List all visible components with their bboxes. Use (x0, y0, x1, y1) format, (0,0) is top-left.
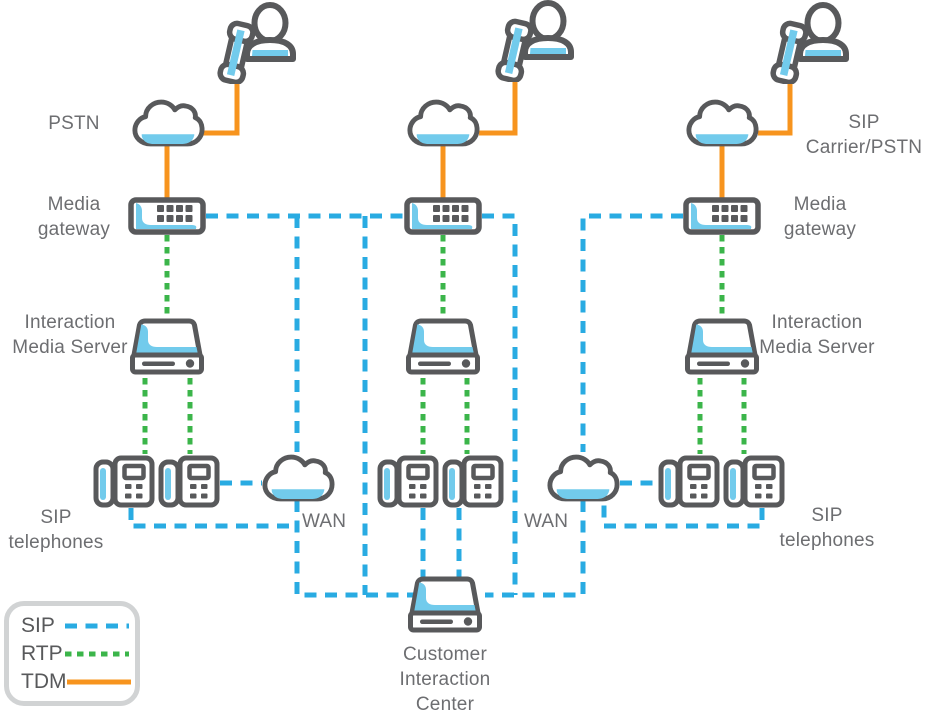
wan-label-left: WAN (302, 511, 347, 532)
sip-phone-icon-left-2 (161, 458, 217, 505)
wan-cloud-icon-right (550, 457, 617, 499)
sip-phone-icon-right-2 (726, 458, 782, 505)
interaction-media-server-label-left: Interaction Media Server (12, 312, 128, 359)
media-gateway-icon-right (686, 200, 758, 232)
media-gateway-icon-mid (407, 200, 479, 232)
tdm-link-caller-pstn-right (758, 74, 793, 136)
sip-link-wan2-cic (485, 500, 586, 598)
pstn-label: PSTN (48, 113, 100, 134)
media-gateway-label-right: Media gateway (783, 194, 857, 241)
wan-label-right: WAN (524, 511, 569, 532)
sip-link-gateway-right-wan2 (580, 213, 683, 452)
legend: SIP RTP TDM (4, 601, 140, 706)
interaction-media-server-icon-left (133, 321, 202, 372)
legend-sip-label: SIP (21, 614, 55, 637)
sip-phone-icon-mid-1 (380, 458, 436, 505)
caller-icon-left (219, 5, 293, 84)
legend-row-sip: SIP (21, 615, 129, 636)
wan-cloud-icon-left (265, 457, 332, 499)
legend-tdm-line (66, 679, 131, 684)
media-gateway-label-left: Media gateway (37, 194, 111, 241)
sip-telephones-label-right: SIP telephones (779, 505, 875, 552)
sip-telephones-label-left: SIP telephones (8, 507, 104, 554)
caller-icon-right (772, 5, 846, 84)
sip-phone-icon-mid-2 (445, 458, 501, 505)
tdm-link-caller-pstn-mid (479, 72, 518, 136)
pstn-cloud-icon-mid (410, 102, 477, 144)
legend-row-rtp: RTP (21, 643, 129, 664)
legend-tdm-label: TDM (21, 670, 67, 693)
tdm-link-caller-pstn-left (203, 74, 240, 136)
interaction-media-server-icon-right (688, 321, 757, 372)
customer-interaction-center-icon (411, 579, 480, 630)
sip-link-phone2-right-wan2 (601, 501, 765, 529)
sip-phone-icon-right-1 (661, 458, 717, 505)
sip-link-wan1-cic (294, 500, 470, 598)
pstn-cloud-icon-left (135, 102, 202, 144)
interaction-media-server-icon-mid (409, 321, 478, 372)
customer-interaction-center-label: Customer Interaction Center (399, 644, 491, 712)
interaction-media-server-label-right: Interaction Media Server (759, 312, 875, 359)
sip-carrier-label: SIP Carrier/PSTN (805, 112, 923, 159)
sip-phone-icon-left-1 (96, 458, 152, 505)
media-gateway-icon-left (131, 200, 203, 232)
sip-link-gateway-mid-cic (482, 213, 518, 595)
sip-link-phone1-left-wan1 (128, 508, 294, 529)
sip-carrier-cloud-icon-right (689, 102, 756, 144)
legend-rtp-label: RTP (21, 642, 63, 665)
legend-sip-line (65, 623, 129, 628)
legend-row-tdm: TDM (21, 670, 131, 693)
caller-icon-mid (497, 3, 571, 82)
legend-rtp-line (65, 651, 129, 656)
